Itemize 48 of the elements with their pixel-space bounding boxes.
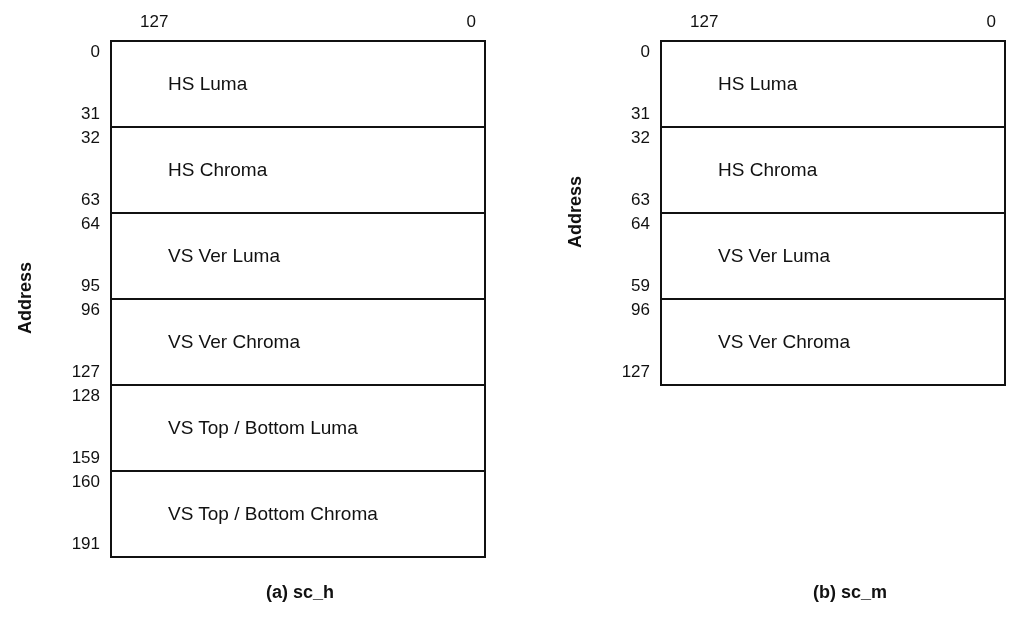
bit-index: 127 xyxy=(690,12,719,32)
bit-index: 127 xyxy=(140,12,169,32)
address-number: 59 xyxy=(630,276,650,296)
region-name: VS Ver Chroma xyxy=(718,331,850,353)
address-number: 160 xyxy=(70,472,100,492)
address-number: 96 xyxy=(630,300,650,320)
address-number: 31 xyxy=(80,104,100,124)
address-number: 63 xyxy=(80,190,100,210)
bit-index: 0 xyxy=(985,12,996,32)
bit-index: 0 xyxy=(465,12,476,32)
region-name: HS Luma xyxy=(168,73,248,95)
region-name: VS Top / Bottom Chroma xyxy=(168,503,378,525)
memory-region xyxy=(110,40,486,128)
region-name: HS Chroma xyxy=(718,159,818,181)
region-name: VS Ver Luma xyxy=(168,245,280,267)
memory-region xyxy=(110,212,486,300)
memory-region xyxy=(660,298,1006,386)
figure-caption: (a) sc_h xyxy=(265,582,335,602)
memory-region xyxy=(660,126,1006,214)
memory-region xyxy=(110,298,486,386)
memory-region xyxy=(110,470,486,558)
address-number: 159 xyxy=(70,448,100,468)
address-number: 32 xyxy=(630,128,650,148)
figure-caption: (b) sc_m xyxy=(812,582,888,602)
region-name: HS Chroma xyxy=(168,159,268,181)
address-number: 64 xyxy=(630,214,650,234)
memory-region xyxy=(660,212,1006,300)
address-number: 95 xyxy=(80,276,100,296)
axis-title: Address xyxy=(15,261,35,336)
address-number: 127 xyxy=(70,362,100,382)
address-number: 0 xyxy=(639,42,650,62)
address-number: 31 xyxy=(630,104,650,124)
axis-title: Address xyxy=(565,175,585,250)
address-number: 63 xyxy=(630,190,650,210)
address-number: 127 xyxy=(620,362,650,382)
address-number: 191 xyxy=(70,534,100,554)
address-number: 96 xyxy=(80,300,100,320)
region-name: VS Top / Bottom Luma xyxy=(168,417,358,439)
memory-region xyxy=(660,40,1006,128)
region-name: VS Ver Chroma xyxy=(168,331,300,353)
memory-region xyxy=(110,384,486,472)
address-number: 0 xyxy=(89,42,100,62)
memory-region xyxy=(110,126,486,214)
address-number: 128 xyxy=(70,386,100,406)
address-number: 32 xyxy=(80,128,100,148)
region-name: VS Ver Luma xyxy=(718,245,830,267)
region-name: HS Luma xyxy=(718,73,798,95)
address-number: 64 xyxy=(80,214,100,234)
